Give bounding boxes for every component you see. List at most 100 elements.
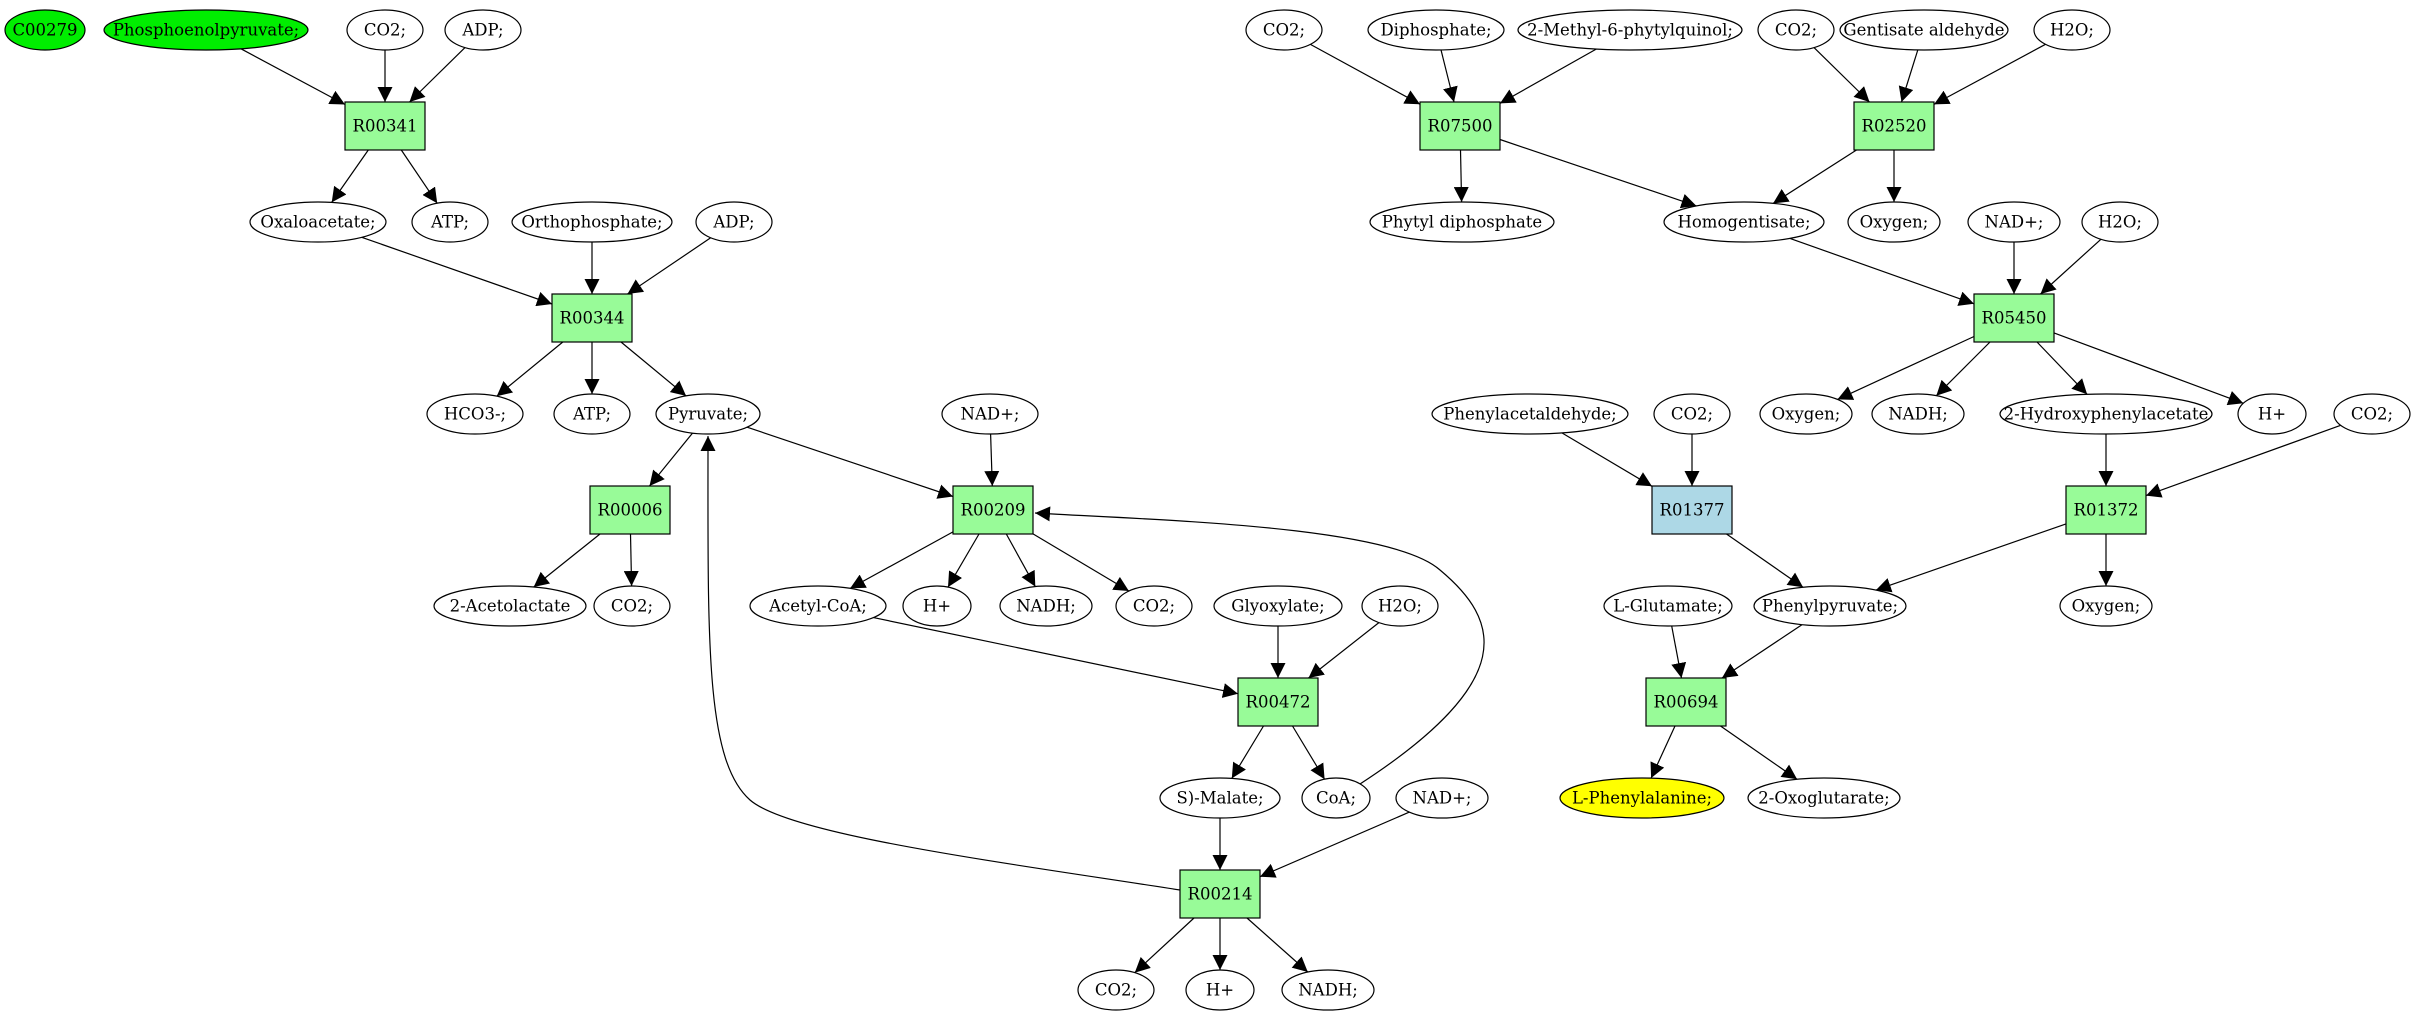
compound-node-n_co2_e: CO2; [1245,9,1323,51]
compound-node-n_adp_b: ADP; [695,201,773,243]
edge-r_r00214-to-n_co2_d [1134,917,1195,974]
compound-ellipse [1369,201,1555,243]
compound-ellipse [1361,585,1439,627]
node-label: R01372 [2074,501,2139,520]
edge-n_acetylcoa-to-r_r00472 [873,617,1239,698]
edges-layer [240,43,2341,974]
node-label: ATP; [430,213,469,232]
node-label: CoA; [1316,789,1356,808]
edge-n_co2_f-to-r_r02520 [1813,47,1870,103]
node-label: 2-Acetolactate [450,597,571,616]
compound-node-n_lphe: L-Phenylalanine; [1559,777,1725,819]
reaction-node-r_r00344: R00344 [551,293,633,343]
compound-node-n_pep: Phosphoenolpyruvate; [103,9,309,51]
compound-ellipse [1603,585,1733,627]
reaction-node-r_r01377: R01377 [1651,485,1733,535]
node-label: ADP; [461,21,503,40]
compound-node-n_co2_a: CO2; [346,9,424,51]
reaction-box [1419,101,1501,151]
compound-ellipse [1759,393,1853,435]
reaction-node-r_r00006: R00006 [589,485,671,535]
node-label: Gentisate aldehyde [1843,21,2004,40]
compound-ellipse [593,585,671,627]
reaction-box [1651,485,1733,535]
compound-node-n_co2_f: CO2; [1757,9,1835,51]
node-label: NAD+; [961,405,1020,424]
edge-n_nad_b-to-r_r00214 [1259,811,1410,878]
compound-node-n_nadh_a: NADH; [999,585,1093,627]
compound-ellipse [999,585,1093,627]
edge-n_adp_b-to-r_r00344 [627,237,712,295]
compound-node-n_nad_c: NAD+; [1967,201,2061,243]
compound-ellipse [695,201,773,243]
node-label: Oxaloacetate; [260,213,375,232]
compound-ellipse [1245,9,1323,51]
reaction-box [1973,293,2055,343]
edge-n_coa-to-r_r00209 [1034,506,1485,785]
compound-node-n_h_c: H+ [2237,393,2307,435]
reaction-node-r_r00214: R00214 [1179,869,1261,919]
node-label: R00472 [1246,693,1311,712]
compound-node-n_smalate: S)-Malate; [1159,777,1281,819]
edge-n_adp_a-to-r_r00341 [409,47,466,103]
node-label: ADP; [712,213,754,232]
reaction-box [589,485,671,535]
node-label: S)-Malate; [1176,789,1263,808]
edge-n_lglutamate-to-r_r00694 [1671,625,1687,679]
compound-ellipse [2237,393,2307,435]
compound-ellipse [1663,201,1825,243]
edge-r_r01377-to-n_phenylpyruvate [1726,533,1804,588]
compound-node-n_acetylcoa: Acetyl-CoA; [749,585,887,627]
node-label: NAD+; [1413,789,1472,808]
compound-node-n_phytyl: Phytyl diphosphate [1369,201,1555,243]
reaction-node-r_r00341: R00341 [344,101,426,151]
node-label: CO2; [611,597,653,616]
compound-node-n_nadh_c: NADH; [1871,393,1965,435]
edge-r_r01372-to-n_phenylpyruvate [1875,523,2067,593]
edge-r_r07500-to-n_homogentisate [1499,138,1697,209]
compound-node-n_co2_b: CO2; [593,585,671,627]
compound-node-n_pyruvate: Pyruvate; [655,393,761,435]
node-label: R01377 [1660,501,1725,520]
compound-node-n_oxoglutarate: 2-Oxoglutarate; [1747,777,1901,819]
compound-ellipse [433,585,587,627]
edge-r_r05450-to-n_nadh_c [1935,341,1991,397]
node-label: R00694 [1654,693,1719,712]
edge-r_r00344-to-n_pyruvate [620,341,687,397]
compound-ellipse [1747,777,1901,819]
compound-node-n_hpa: 2-Hydroxyphenylacetate [1999,393,2213,435]
reaction-box [1645,677,1727,727]
edge-r_r00209-to-n_nadh_a [1005,533,1036,587]
node-label: Oxygen; [2072,597,2141,616]
compound-node-n_lglutamate: L-Glutamate; [1603,585,1733,627]
compound-node-n_diphosphate: Diphosphate; [1367,9,1505,51]
compound-node-n_h2o_c: H2O; [2081,201,2159,243]
compound-node-n_nad_b: NAD+; [1395,777,1489,819]
compound-ellipse [426,393,524,435]
compound-node-n_co2_g: CO2; [1653,393,1731,435]
reaction-box [1237,677,1319,727]
edge-n_phenylpyruvate-to-r_r00694 [1721,624,1803,679]
edge-r_r00214-to-n_nadh_b [1246,917,1309,973]
compound-ellipse [553,393,631,435]
compound-node-n_co2_h: CO2; [2333,393,2411,435]
node-label: ATP; [572,405,611,424]
node-label: CO2; [1095,981,1137,1000]
reaction-node-r_r07500: R07500 [1419,101,1501,151]
edge-n_co2_e-to-r_r07500 [1310,43,1421,105]
compound-node-n_oxygen_a: Oxygen; [1847,201,1941,243]
compound-ellipse [1159,777,1281,819]
compound-node-n_h2o_b: H2O; [2033,9,2111,51]
reaction-node-r_r00694: R00694 [1645,677,1727,727]
node-label: Phosphoenolpyruvate; [113,21,299,40]
node-label: CO2; [1671,405,1713,424]
edge-r_r05450-to-n_oxygen_b [1837,335,1975,400]
node-label: R00006 [598,501,663,520]
node-label: R07500 [1428,117,1493,136]
edge-r_r05450-to-n_hpa [2036,341,2088,395]
node-label: Phenylpyruvate; [1762,597,1898,616]
compound-node-n_phenylacetaldehyde: Phenylacetaldehyde; [1431,393,1629,435]
compound-ellipse [411,201,489,243]
compound-ellipse [444,9,522,51]
